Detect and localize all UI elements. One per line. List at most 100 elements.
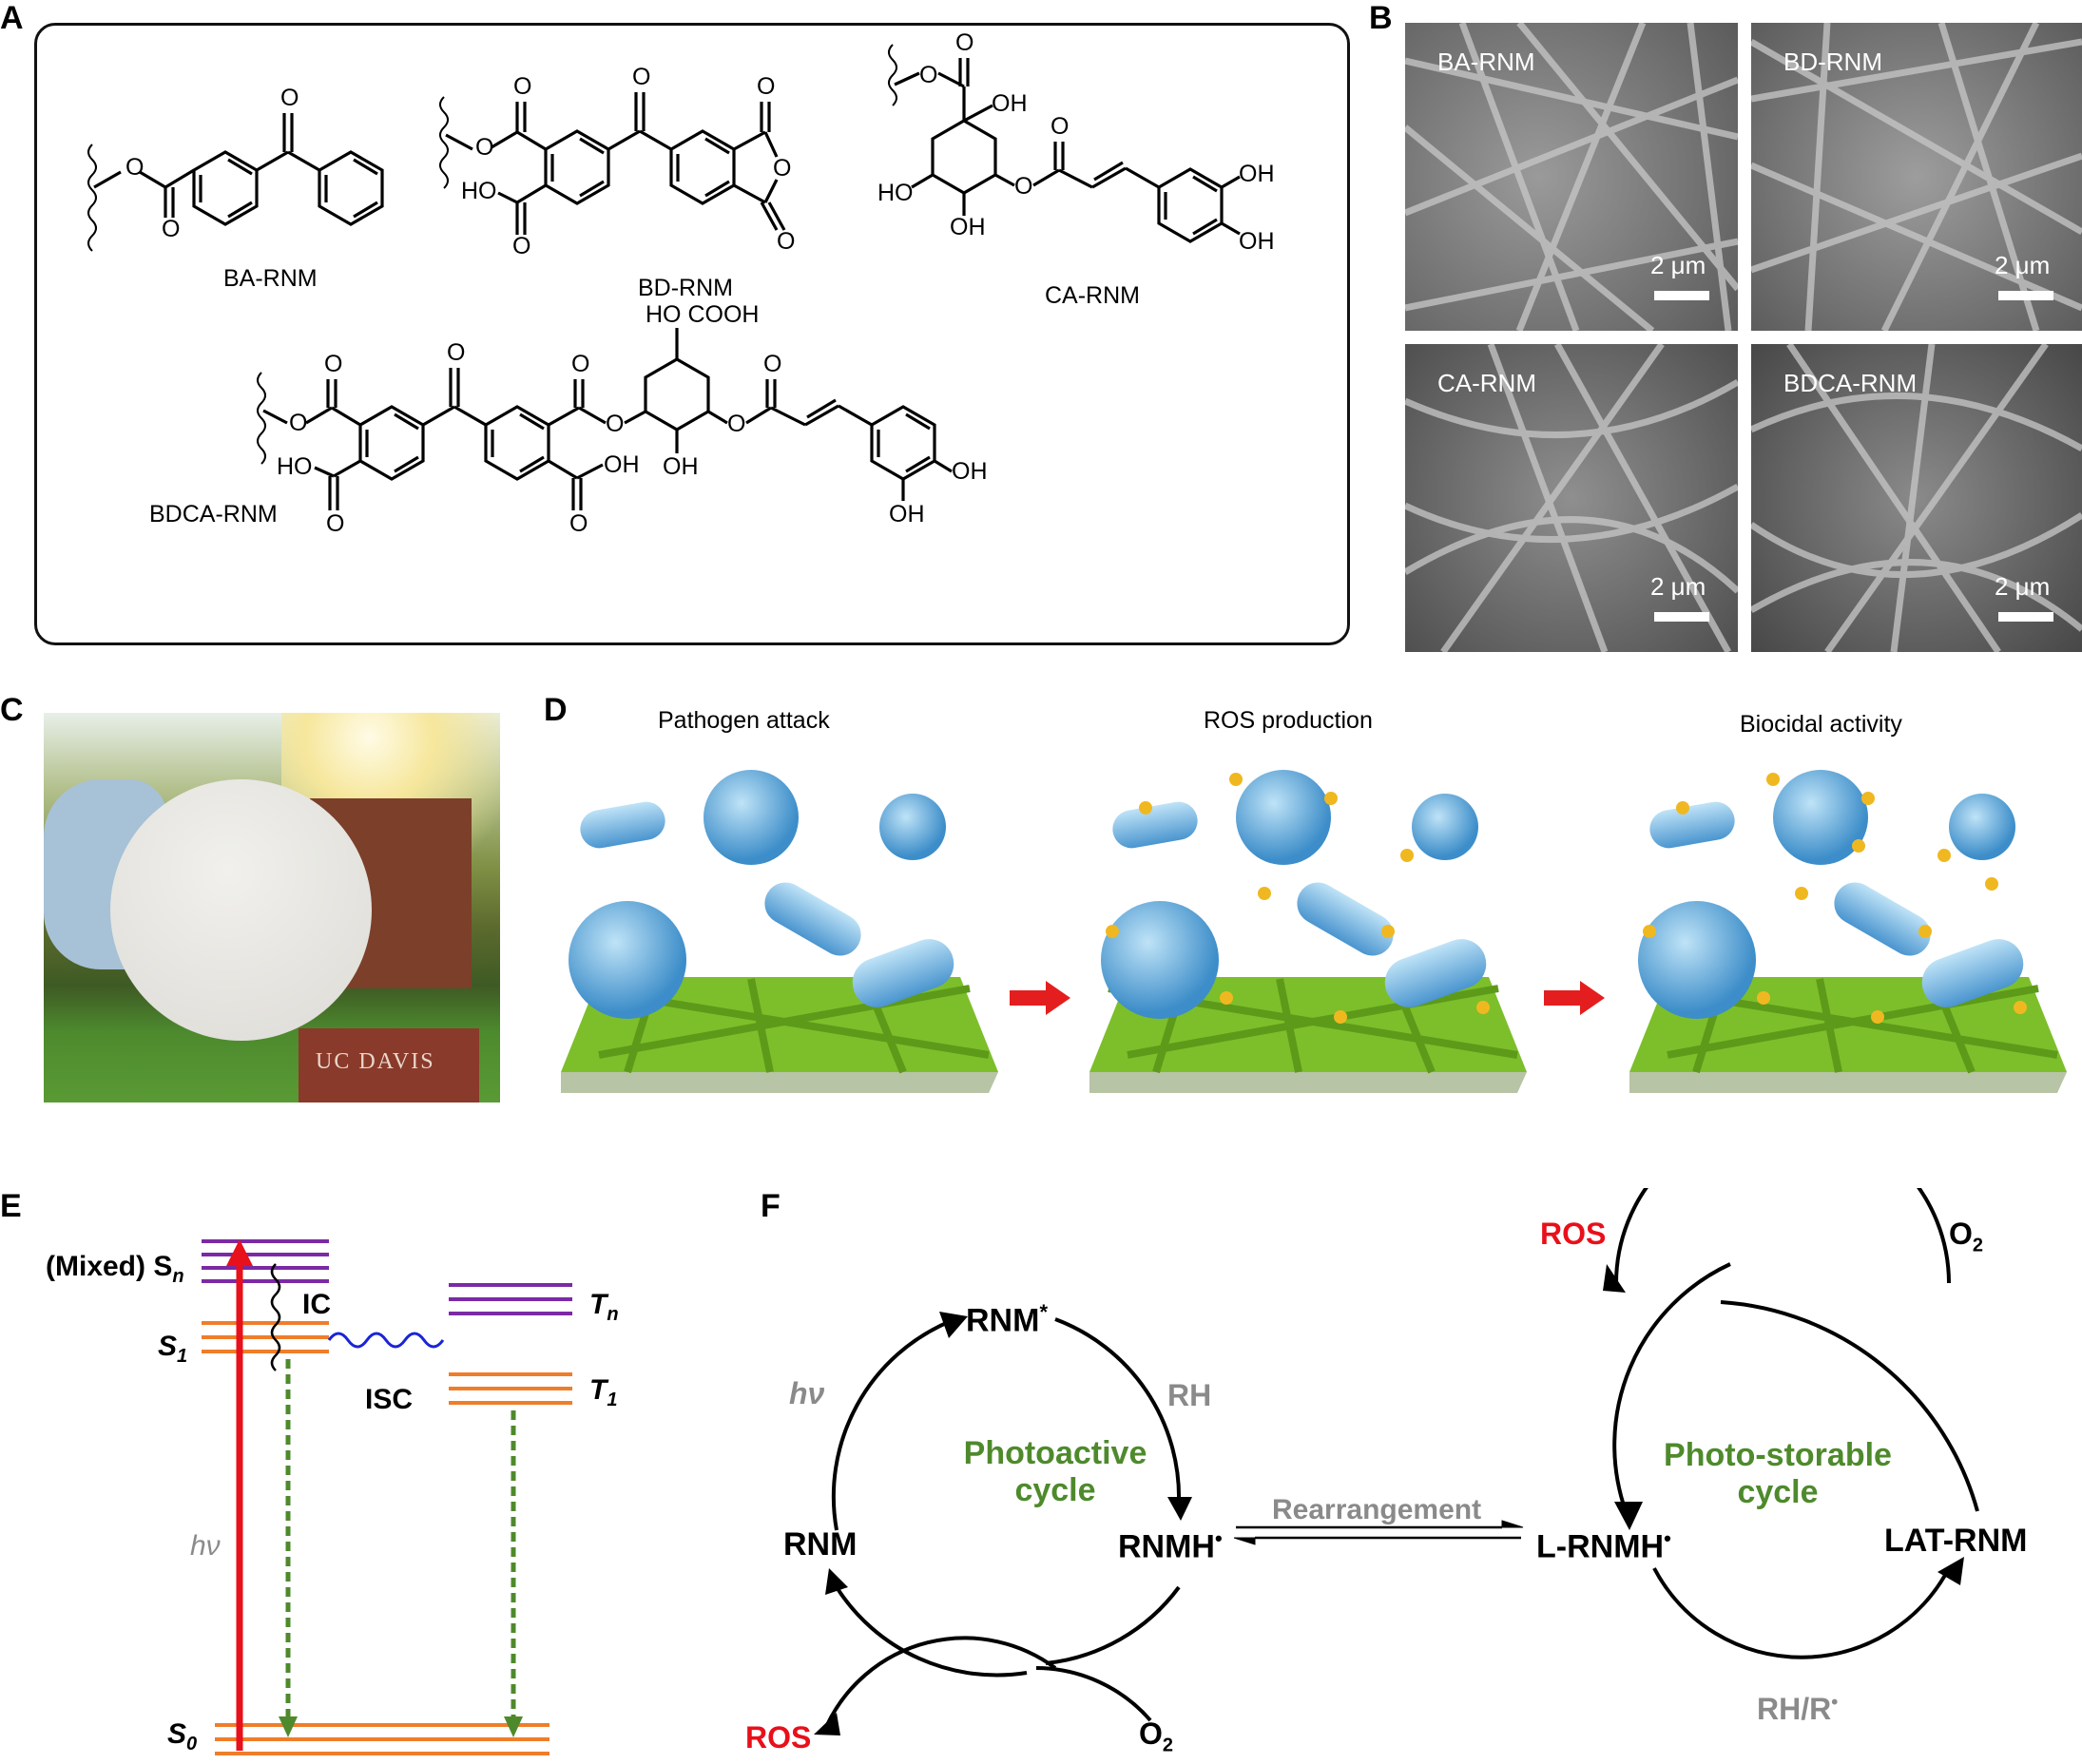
atom-label: HO [877,180,914,206]
arc-right-side [1720,1300,1979,1512]
atom-label: O [569,510,588,537]
atom-label: O [326,510,345,537]
atom-label: OH [1239,228,1275,255]
panel-label-b: B [1369,0,1393,36]
level-label-s0: S0 [167,1718,198,1754]
level-label-s1: S1 [158,1331,188,1367]
sem-label: BA-RNM [1437,48,1535,76]
pathogens-step-2 [1101,770,1490,1024]
arc-lower-left [835,1585,1028,1678]
arc-o2-left [1035,1666,1152,1722]
atom-label: OH [663,453,699,480]
sign: UC DAVIS [299,1028,479,1102]
rearrangement-label: Rearrangement [1272,1494,1482,1525]
atom-label: OH [604,451,640,478]
atom-label: OH [950,214,986,240]
scale-bar [1654,612,1709,622]
node-rnm-star: RNM* [966,1300,1048,1339]
panel-e-jablonski [202,1239,572,1755]
atom-label: O [919,62,938,88]
atom-label: O [1014,173,1033,200]
panel-a-structures: O O O BA-RNM O O HO O O O O O BD-RNM O O… [34,23,1350,645]
arc-hv [831,1319,952,1531]
node-l-rnmh: L-RNMH• [1536,1526,1671,1565]
bdca-rnm-structure [257,328,953,510]
structure-label-ca: CA-RNM [1045,282,1140,309]
isc-wavy-arrow [327,1332,445,1349]
structure-label-ba: BA-RNM [223,265,318,292]
isc-label: ISC [365,1384,414,1415]
ic-label: IC [302,1289,331,1320]
atom-label: HO [277,453,313,480]
arc-upper-right [1614,1188,1951,1284]
atom-label: O [777,228,796,255]
atom-label: O [773,155,792,182]
s0-levels [215,1723,549,1755]
atom-label: O [512,233,531,259]
panel-d-illustration [561,770,2067,1093]
sem-image-bd: BD-RNM 2 μm [1751,23,2082,331]
atom-label: O [632,64,651,90]
sn-levels [202,1239,329,1283]
atom-label: OH [1239,161,1275,187]
atom-label: O [280,85,299,111]
atom-label: O [447,339,466,366]
atom-label: O [475,134,494,161]
atom-label: O [763,351,782,377]
atom-label: O [1051,113,1070,140]
photo-uc-davis: UC DAVIS [44,713,500,1102]
arc-ros-left [825,1636,1057,1726]
level-label-sn: (Mixed) Sn [46,1251,184,1287]
sem-label: BD-RNM [1783,48,1882,76]
bd-rnm-structure [439,92,786,235]
atom-label: O [727,411,746,437]
atom-label: HO COOH [646,301,760,328]
t1-levels [449,1372,572,1405]
structures-drawing [87,44,1241,510]
node-rnmh: RNMH• [1118,1526,1223,1565]
o2-label-right: O2 [1949,1217,1984,1256]
sem-image-ba: BA-RNM 2 μm [1405,23,1738,331]
rh-label: RH [1167,1378,1212,1412]
rh-r-label: RH/R• [1757,1692,1839,1726]
node-lat-rnm: LAT-RNM [1884,1523,2028,1559]
level-label-tn: Tn [589,1289,619,1325]
panel-label-c: C [0,692,24,728]
tn-levels [449,1283,572,1315]
panel-label-a: A [0,0,24,36]
atom-label: OH [952,458,988,485]
hv-label-e: hν [190,1530,221,1562]
step-label-biocidal-activity: Biocidal activity [1740,711,1902,738]
sem-image-ca: CA-RNM 2 μm [1405,344,1738,652]
ba-rnm-structure [87,113,384,252]
structure-label-bdca: BDCA-RNM [149,501,278,527]
arc-lower-right [1045,1585,1181,1665]
sem-label: BDCA-RNM [1783,369,1918,397]
atom-label: HO [461,178,497,204]
pathogens-step-3 [1638,770,2027,1024]
o2-label-left: O2 [1139,1716,1174,1756]
panel-f-cycles [814,1188,1979,1735]
atom-label: O [324,351,343,377]
fluorescence-arrow [279,1359,298,1737]
arc-rh [1054,1317,1182,1503]
scale-bar [1654,291,1709,300]
fiber-texture [1751,23,2082,331]
atom-label: O [606,411,625,437]
pathogens-step-1 [569,770,954,1019]
s1-levels [202,1321,329,1353]
atom-label: OH [992,90,1028,117]
structure-label-bd: BD-RNM [638,275,733,301]
node-rnm: RNM [783,1526,858,1563]
arrow-step-2-3 [1544,981,1605,1015]
phosphorescence-arrow [504,1410,523,1737]
step-label-ros-production: ROS production [1204,707,1373,734]
fiber-texture [1405,344,1738,652]
sign-text: UC DAVIS [316,1049,435,1074]
fiber-texture [1405,23,1738,331]
panel-label-e: E [0,1188,22,1224]
atom-label: O [757,73,776,100]
ic-wavy-arrow [270,1263,281,1371]
panel-label-f: F [761,1188,781,1224]
